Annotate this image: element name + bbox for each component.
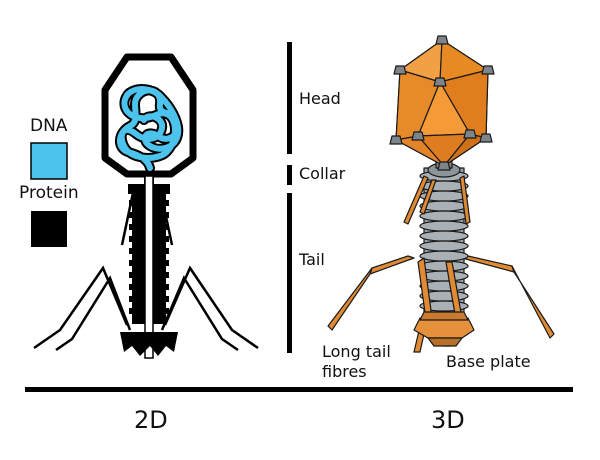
head-bracket xyxy=(287,42,292,154)
legend-dna-label: DNA xyxy=(30,116,68,136)
tail-tube-2d xyxy=(144,175,154,359)
view-2d-label: 2D xyxy=(134,406,168,434)
legend-protein-label: Protein xyxy=(19,183,79,203)
base-plate-label: Base plate xyxy=(446,352,531,371)
protein-swatch xyxy=(31,211,67,247)
long-tail-fibres-3d-back xyxy=(327,255,555,339)
capsid-3d xyxy=(389,35,495,171)
long-tail-fibres-label: Long tail fibres xyxy=(322,342,391,381)
base-plate-2d xyxy=(120,332,178,356)
baseline-divider xyxy=(25,387,573,392)
collar-bracket xyxy=(287,165,292,185)
tail-label: Tail xyxy=(299,250,325,269)
tail-bracket xyxy=(287,193,292,353)
phage-2d xyxy=(33,53,259,359)
capsid-vertices-3d xyxy=(389,35,495,171)
phage-3d xyxy=(327,35,555,353)
view-3d-label: 3D xyxy=(431,406,465,434)
dna-swatch xyxy=(30,142,68,180)
base-plate-3d xyxy=(413,311,475,347)
whiskers-3d xyxy=(403,175,471,225)
collar-label: Collar xyxy=(299,164,346,183)
dna-coil xyxy=(115,84,184,173)
head-label: Head xyxy=(299,89,341,108)
